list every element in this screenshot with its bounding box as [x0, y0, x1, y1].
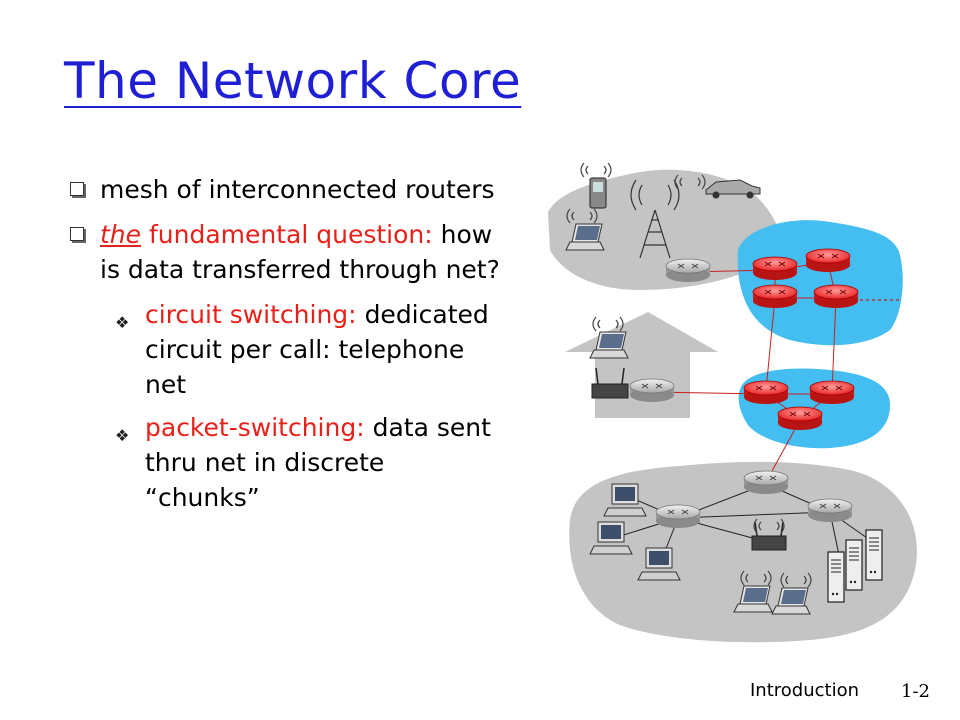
router-icon: [807, 498, 853, 523]
router-icon: [743, 380, 789, 405]
sub-bullet-text: dedicated circuit per call: telephone ne…: [145, 300, 489, 399]
bullet-question: the fundamental question: how is data tr…: [70, 217, 500, 287]
server-icon: [865, 529, 883, 581]
router-icon: [752, 284, 798, 309]
router-icon: [629, 378, 675, 403]
smartphone-icon: [580, 162, 612, 209]
bullet-mesh: mesh of interconnected routers: [70, 172, 500, 207]
server-icon: [827, 551, 845, 603]
sub-bullet-packet: ❖ packet-switching: data sent thru net i…: [115, 410, 500, 515]
router-icon: [752, 256, 798, 281]
diamond-bullet-icon: ❖: [115, 426, 130, 445]
sub-bullet-text: data sent thru net in discrete “chunks”: [145, 413, 491, 512]
bullet-list: mesh of interconnected routers the funda…: [70, 172, 500, 523]
page-number: 1-2: [901, 681, 930, 702]
cell-tower-icon: [630, 179, 680, 259]
router-icon: [655, 504, 701, 529]
footer-label: Introduction: [750, 680, 860, 701]
sub-bullet-label: packet-switching:: [145, 413, 365, 442]
square-bullet-icon: [70, 182, 84, 196]
router-icon: [665, 258, 711, 283]
slide-title: The Network Core: [64, 52, 522, 110]
router-icon: [805, 248, 851, 273]
home-network-region: [565, 312, 718, 418]
wireless-router-icon: [751, 518, 787, 551]
sub-bullet-label: circuit switching:: [145, 300, 357, 329]
square-bullet-icon: [70, 227, 84, 241]
diamond-bullet-icon: ❖: [115, 313, 130, 332]
router-icon: [813, 284, 859, 309]
sub-bullet-circuit: ❖ circuit switching: dedicated circuit p…: [115, 297, 500, 402]
bullet-text: how is data transferred through net?: [100, 220, 500, 284]
core-isp-top-region: [737, 220, 903, 346]
router-icon: [809, 380, 855, 405]
server-icon: [845, 539, 863, 591]
bullet-red-label: fundamental question:: [141, 220, 433, 249]
bullet-text: mesh of interconnected routers: [100, 175, 495, 204]
router-icon: [777, 406, 823, 431]
car-icon: [674, 174, 761, 199]
bullet-emphasis: the: [100, 220, 142, 249]
router-icon: [743, 470, 789, 495]
wireless-router-icon: [591, 367, 629, 399]
